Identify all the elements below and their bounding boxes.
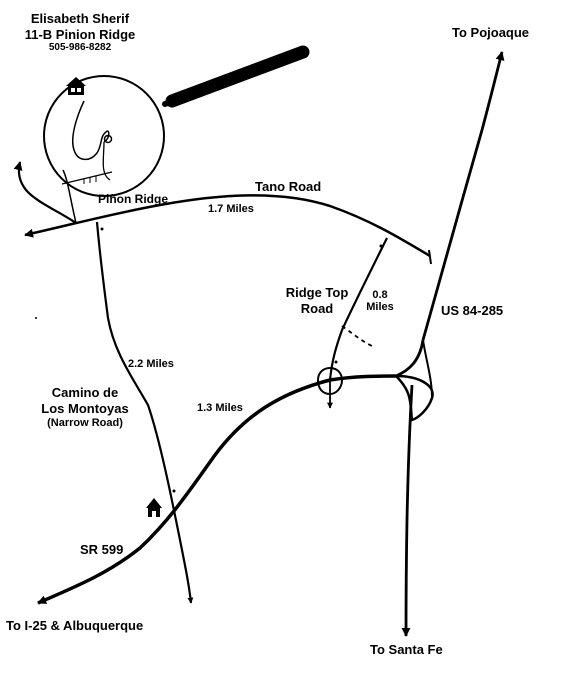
- tano-road-label: Tano Road: [255, 179, 322, 194]
- camino-dot: [172, 489, 176, 493]
- tano-junction-dot: [100, 227, 104, 231]
- ridge-top-dot: [379, 244, 383, 248]
- camino-note-label: (Narrow Road): [47, 417, 123, 429]
- to-albuquerque-label: To I-25 & Albuquerque: [6, 618, 144, 633]
- ridge-top-road: [330, 238, 387, 380]
- contact-name: Elisabeth Sherif: [30, 11, 130, 26]
- stray-dot: [35, 317, 37, 319]
- contact-phone: 505-986-8282: [48, 42, 112, 53]
- ridge-top-distance-line1: 0.8: [372, 289, 388, 301]
- tano-distance-label: 1.7 Miles: [208, 203, 254, 215]
- to-pojoaque-label: To Pojoaque: [452, 25, 530, 40]
- ridge-top-label-line1: Ridge Top: [285, 285, 349, 300]
- ridge-top-lower-dot: [334, 360, 338, 364]
- sr-599-distance-label: 1.3 Miles: [197, 402, 243, 414]
- camino-label-line1: Camino de: [51, 385, 119, 400]
- inset-pinon-road: [73, 101, 109, 159]
- to-santa-fe-label: To Santa Fe: [370, 642, 443, 657]
- home-marker-icon: [146, 498, 162, 517]
- house-icon: [66, 77, 86, 95]
- inset-tick-marks: [84, 176, 96, 184]
- ridge-top-distance-line2: Miles: [366, 301, 394, 313]
- us-84-285-label: US 84-285: [441, 303, 504, 318]
- magnifier-collar: [165, 100, 175, 104]
- contact-address: 11-B Pinion Ridge: [24, 27, 136, 42]
- us-84-285-loop: [396, 376, 433, 420]
- us-84-285-north: [423, 51, 505, 340]
- sr-599-road: [37, 380, 330, 603]
- inset-cul-de-sac: [105, 136, 112, 143]
- pinon-ridge-label: Piñon Ridge: [98, 192, 168, 206]
- pinon-ridge-road: [13, 161, 76, 223]
- us-84-285-merge: [423, 340, 432, 398]
- inset-track: [62, 172, 112, 184]
- pinon-ridge-spur: [63, 170, 76, 223]
- magnifier-lens: [44, 76, 164, 196]
- ridge-top-label-line2: Road: [300, 301, 334, 316]
- camino-distance-label: 2.2 Miles: [128, 358, 174, 370]
- inset-branch: [103, 142, 110, 180]
- ridge-top-spur: [342, 326, 372, 346]
- us-84-285-south: [401, 385, 412, 637]
- camino-label-line2: Los Montoyas: [41, 401, 129, 416]
- magnifier-handle: [172, 52, 303, 101]
- sr-599-label: SR 599: [80, 542, 124, 557]
- us-84-285-ramp: [396, 340, 423, 376]
- tano-road-end: [429, 250, 431, 264]
- sr-599-connector: [330, 376, 396, 380]
- camino-de-los-montoyas-road: [97, 222, 194, 604]
- magnifier-icon: [44, 52, 303, 196]
- tano-road: [24, 195, 430, 256]
